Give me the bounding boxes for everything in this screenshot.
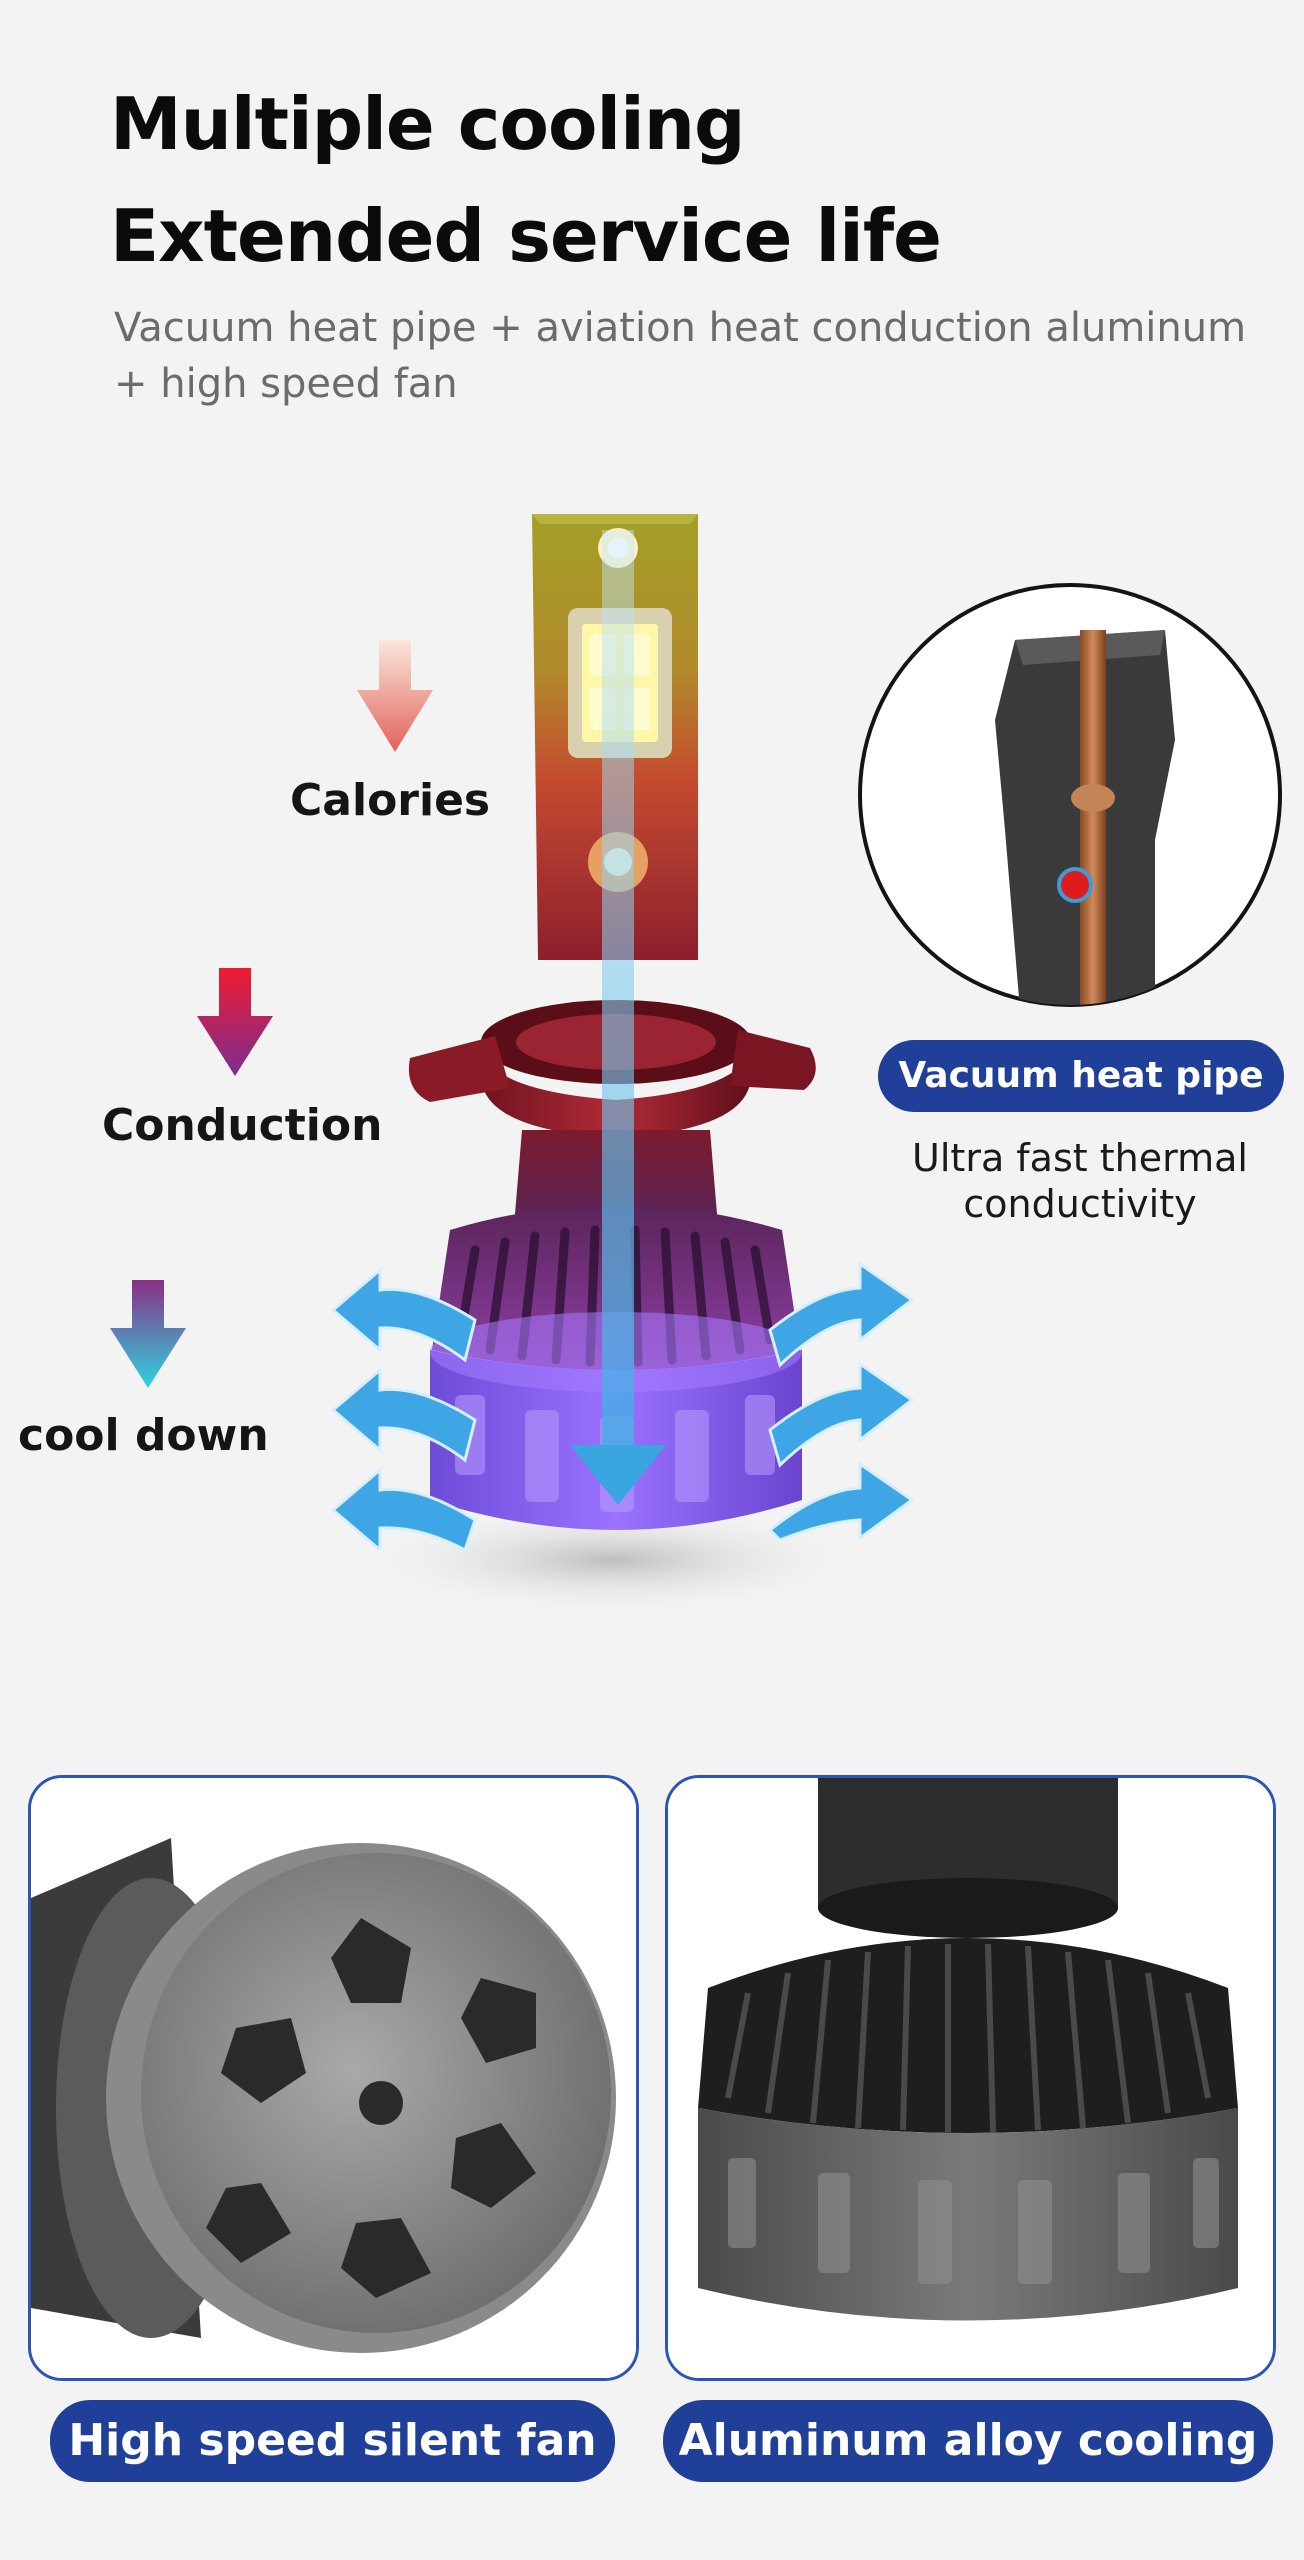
headline-line-1: Multiple cooling [110,82,746,166]
aluminum-feature-card [665,1775,1276,2381]
feature-label-fan: High speed silent fan [50,2400,615,2482]
aluminum-heatsink-illustration [668,1778,1273,2378]
airflow-right-arrows-icon [767,1261,915,1540]
silent-fan-illustration [31,1778,636,2378]
calories-arrow-icon [357,640,433,752]
fan-feature-card [28,1775,639,2381]
heat-pipe-title: Vacuum heat pipe [878,1040,1284,1112]
stage-label-calories: Calories [290,775,491,826]
subtitle: Vacuum heat pipe + aviation heat conduct… [114,305,1247,407]
airflow-left-arrows-icon [330,1266,477,1550]
heat-pipe-description: Ultra fast thermal conductivity [912,1136,1248,1226]
stage-label-cool-down: cool down [18,1410,269,1461]
led-bulb-illustration [350,514,870,1615]
headline-line-2: Extended service life [110,194,942,278]
heat-pipe-inset-image [858,583,1282,1007]
cool-down-arrow-icon [110,1280,186,1388]
feature-label-aluminum: Aluminum alloy cooling [663,2400,1273,2482]
conduction-arrow-icon [197,968,273,1076]
stage-label-conduction: Conduction [102,1100,383,1151]
